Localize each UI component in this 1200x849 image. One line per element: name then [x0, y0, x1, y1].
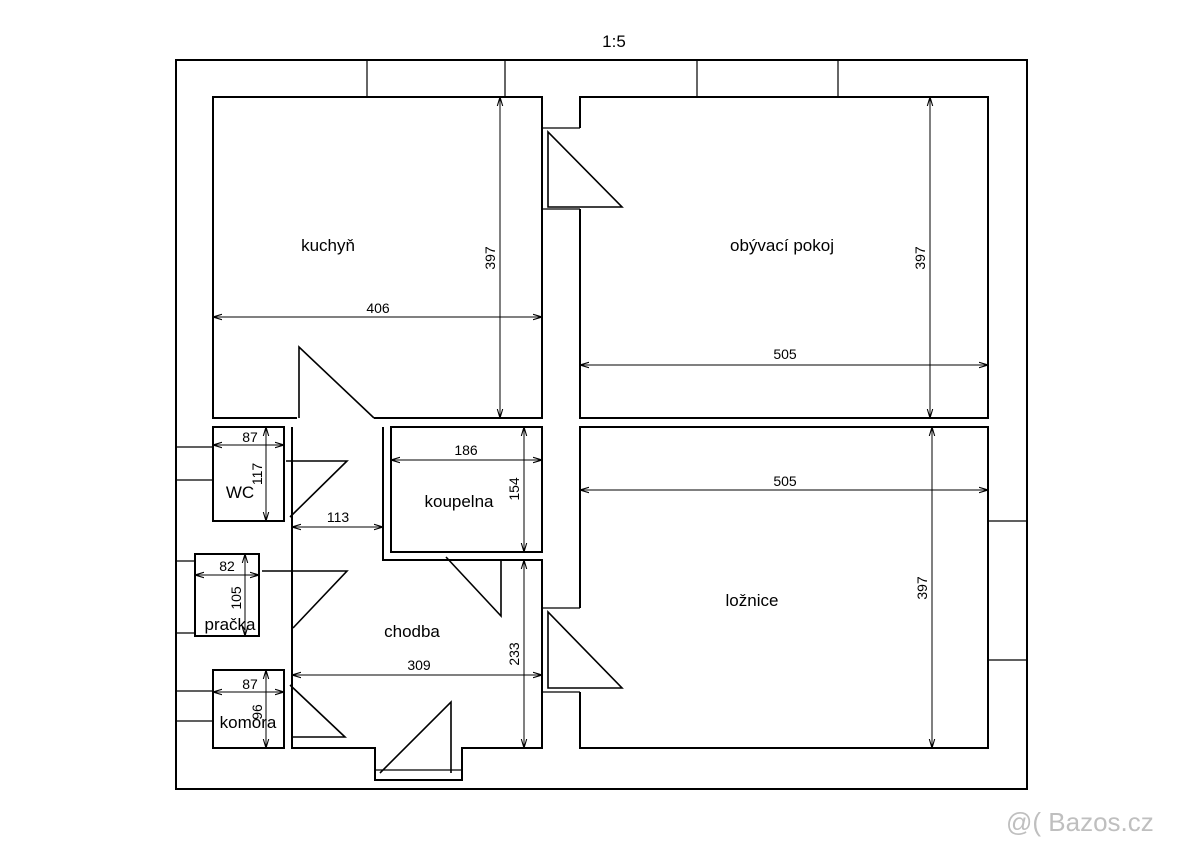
- room-kuchyn: kuchyň 406 397: [212, 96, 543, 419]
- dim-koupelna-width: 186: [454, 442, 478, 458]
- room-chodba: chodba 309 233 113: [291, 427, 543, 781]
- dim-chodba-width: 309: [407, 657, 431, 673]
- room-komora: komora 87 96: [212, 669, 348, 749]
- scale-label: 1:5: [602, 32, 626, 51]
- dim-wc-height: 117: [249, 463, 265, 486]
- room-wc: WC 87 117: [212, 426, 349, 522]
- room-label-koupelna: koupelna: [424, 492, 494, 511]
- room-label-kuchyn: kuchyň: [301, 236, 355, 255]
- room-koupelna: koupelna 186 154: [390, 426, 543, 619]
- dim-loznice-height: 397: [914, 576, 930, 600]
- room-pracka: pračka 82 105: [194, 553, 349, 637]
- dim-chodba-height: 233: [506, 642, 522, 666]
- room-label-obyvaci: obývací pokoj: [730, 236, 834, 255]
- room-label-pracka: pračka: [204, 615, 256, 634]
- dim-komora-width: 87: [242, 676, 258, 692]
- room-label-wc: WC: [226, 483, 254, 502]
- dim-komora-height: 96: [249, 704, 265, 720]
- outer-walls: [175, 59, 1028, 790]
- dim-obyvaci-width: 505: [773, 346, 797, 362]
- room-obyvaci-pokoj: obývací pokoj 505 397: [542, 96, 989, 419]
- dim-koupelna-height: 154: [506, 477, 522, 501]
- dim-pracka-height: 105: [228, 586, 244, 610]
- room-label-chodba: chodba: [384, 622, 440, 641]
- dim-loznice-width: 505: [773, 473, 797, 489]
- room-label-loznice: ložnice: [726, 591, 779, 610]
- dim-kuchyn-width: 406: [366, 300, 390, 316]
- dim-kuchyn-height: 397: [482, 246, 498, 270]
- room-label-komora: komora: [220, 713, 277, 732]
- dim-wc-width: 87: [242, 429, 258, 445]
- room-loznice: ložnice 505 397: [542, 426, 989, 749]
- dim-chodba-passage: 113: [327, 509, 350, 525]
- dim-pracka-width: 82: [219, 558, 235, 574]
- dim-obyvaci-height: 397: [912, 246, 928, 270]
- watermark: @( Bazos.cz: [1006, 807, 1154, 837]
